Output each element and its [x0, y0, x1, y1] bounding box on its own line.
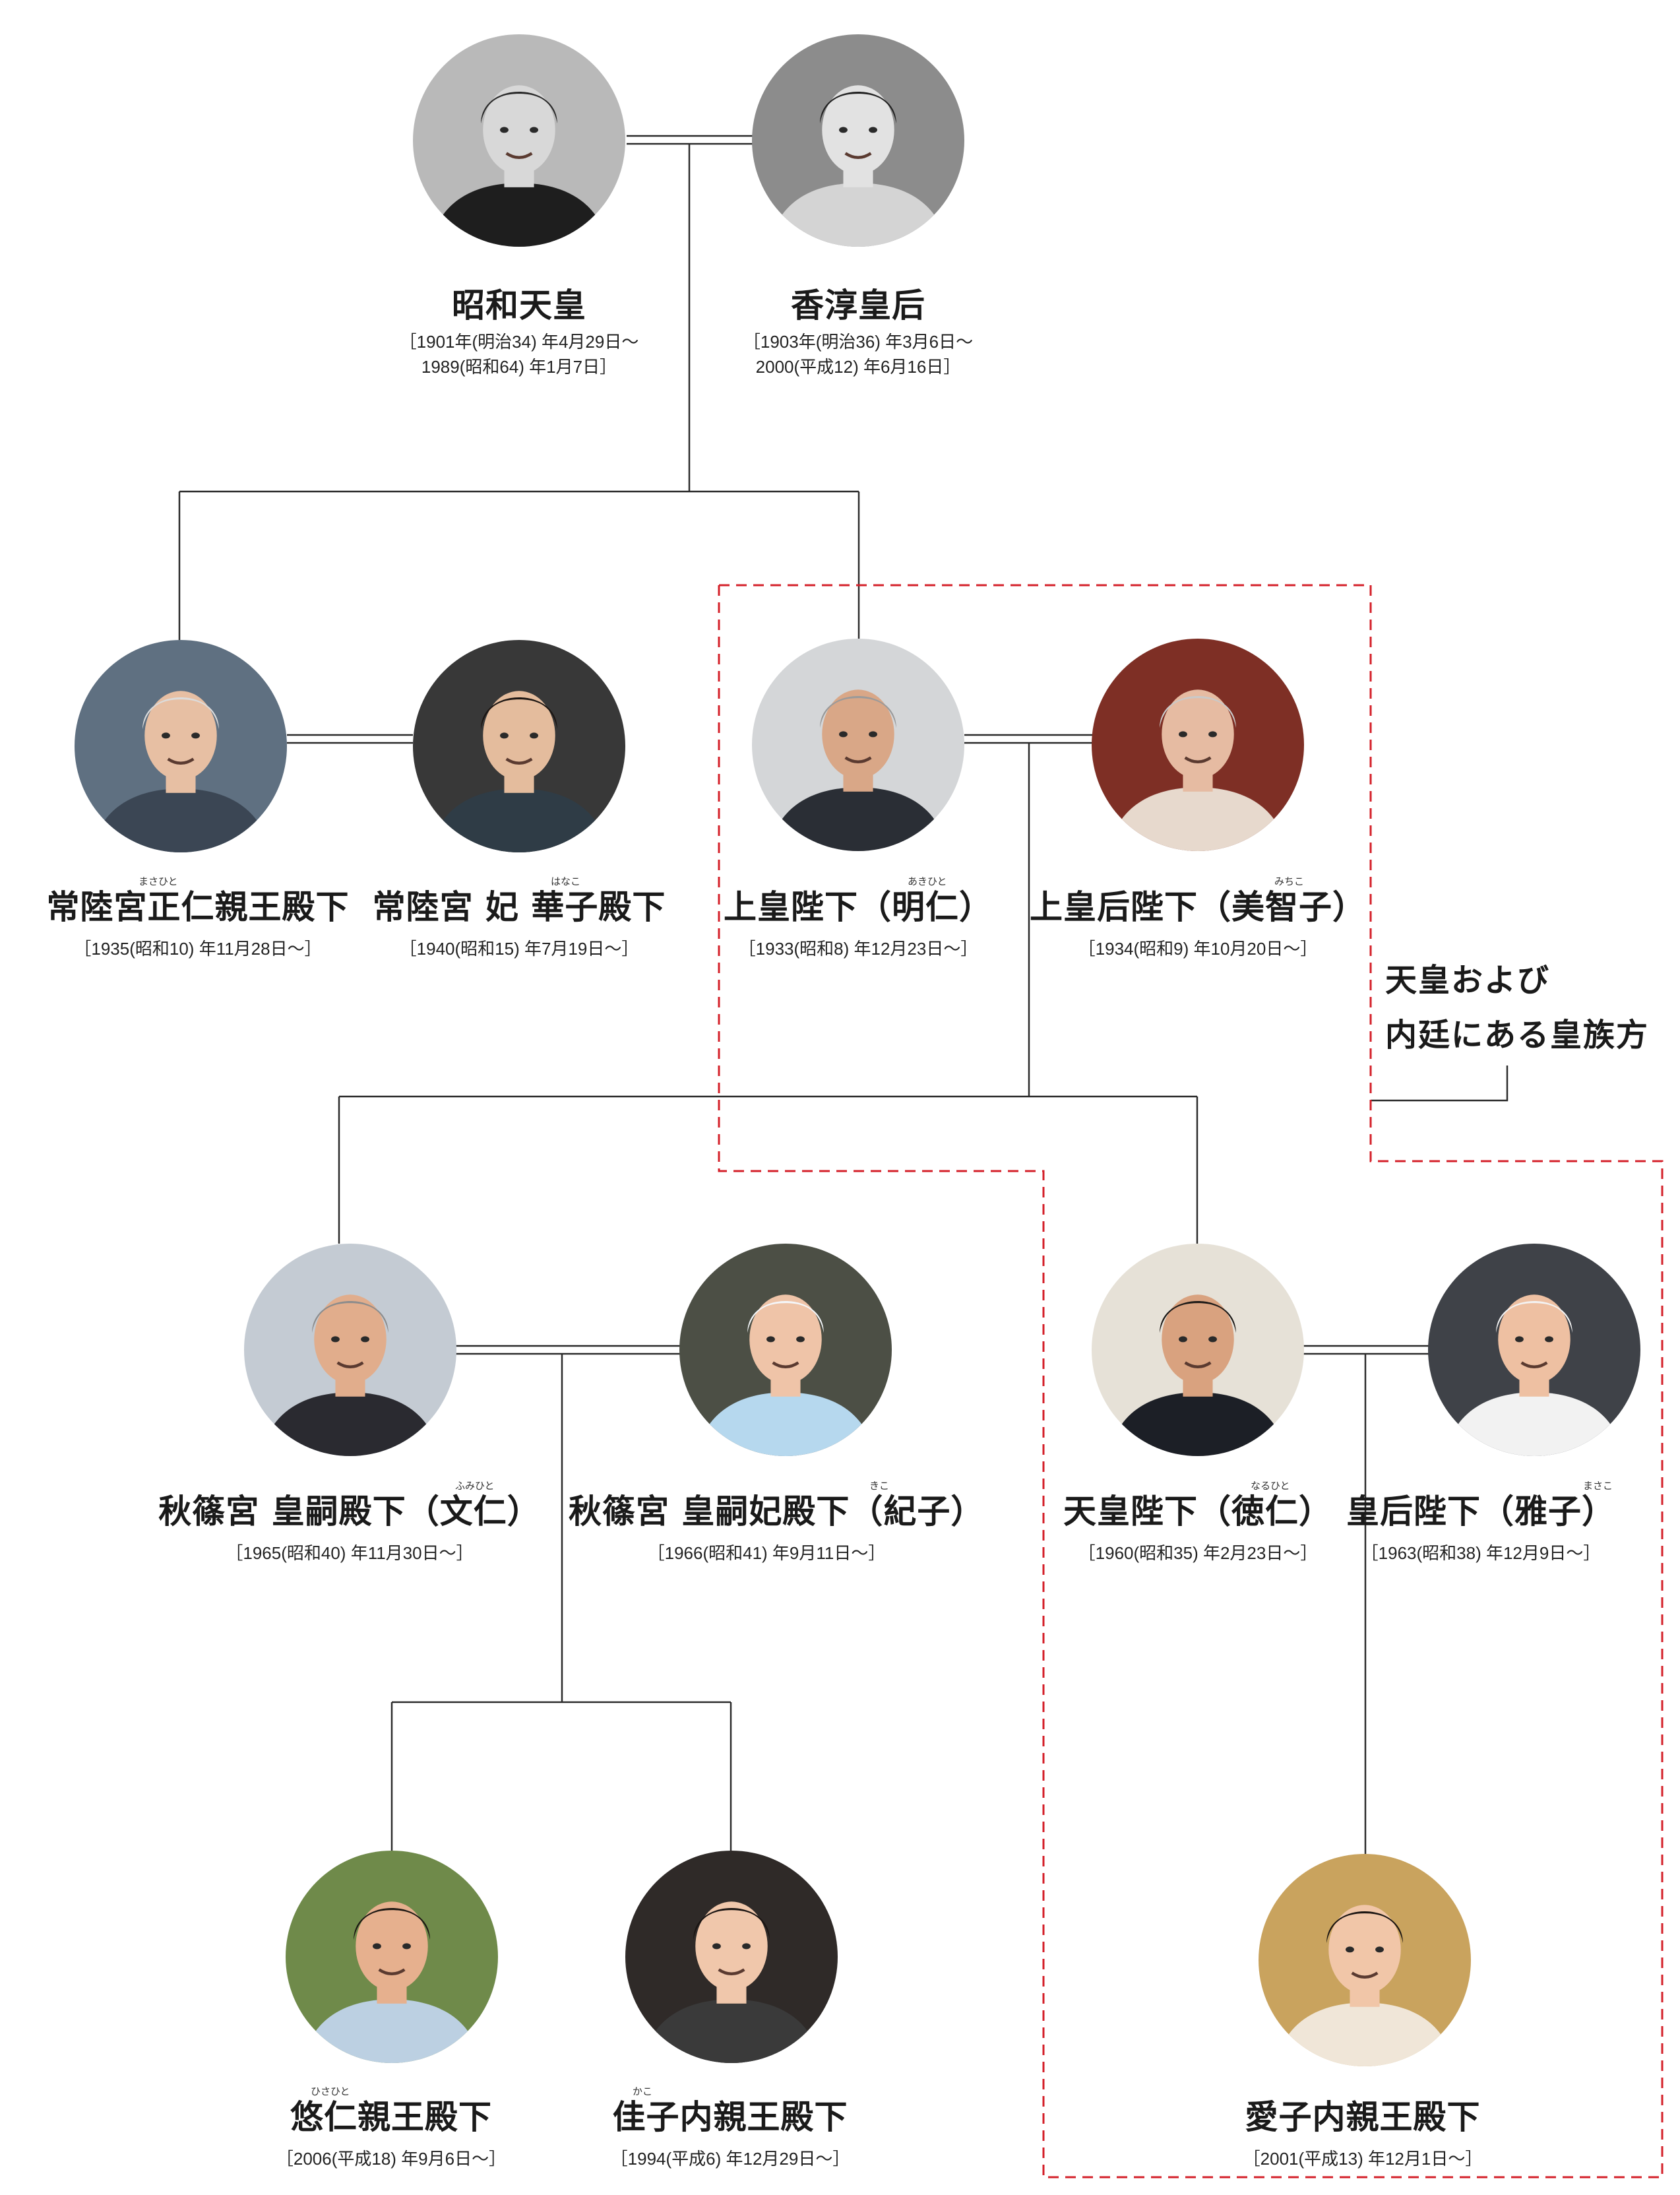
portrait-art-kako [625, 1851, 838, 2063]
ruby-hanako: はなこ [321, 875, 717, 888]
dates-hitachi: ［1935(昭和10) 年11月28日〜］ [74, 939, 322, 959]
portrait-art-naruhito [1092, 1244, 1304, 1456]
portrait-art-hanako [413, 640, 625, 852]
dates-fumihito: ［1965(昭和40) 年11月30日〜］ [226, 1543, 474, 1563]
name-kojun: 香淳皇后 [791, 286, 925, 325]
ruby-text-naruhito: なるひと [1251, 1480, 1290, 1492]
ruby-masako: まさこ [1283, 1479, 1679, 1492]
portrait-hirohito [413, 34, 625, 247]
portrait-kako [625, 1851, 838, 2063]
dates-hirohito-2: 1989(昭和64) 年1月7日］ [421, 357, 617, 377]
legend-pointer [1371, 1066, 1509, 1102]
dates-michiko: ［1934(昭和9) 年10月20日〜］ [1078, 939, 1318, 959]
portrait-art-aiko [1259, 1854, 1471, 2066]
inner-court-border [718, 584, 1664, 2179]
ruby-text-fumihito: ふみひと [455, 1480, 495, 1492]
portrait-art-kiko [679, 1244, 892, 1456]
connector-lines [178, 135, 1509, 1854]
portrait-naruhito [1092, 1244, 1304, 1456]
name-naruhito: 天皇陛下（徳仁） [1063, 1492, 1332, 1531]
ruby-text-kiko: きこ [869, 1480, 890, 1492]
ruby-naruhito: なるひと [1000, 1479, 1396, 1492]
name-kiko: 秋篠宮 皇嗣妃殿下（紀子） [569, 1492, 985, 1531]
dates-masako: ［1963(昭和38) 年12月9日〜］ [1361, 1543, 1601, 1563]
ruby-text-hanako: はなこ [551, 875, 581, 887]
portrait-hanako [413, 640, 625, 852]
name-masako: 皇后陛下（雅子） [1346, 1492, 1615, 1531]
dates-hirohito-1: ［1901年(明治34) 年4月29日〜 [399, 332, 639, 352]
portrait-michiko [1092, 639, 1304, 851]
dates-aiko: ［2001(平成13) 年12月1日〜］ [1243, 2149, 1483, 2169]
dates-akihito: ［1933(昭和8) 年12月23日〜］ [738, 939, 978, 959]
ruby-text-hitachi: まさひと [139, 875, 178, 887]
ruby-michiko: みちこ [1000, 875, 1396, 888]
portrait-akihito [752, 639, 964, 851]
dates-hanako: ［1940(昭和15) 年7月19日〜］ [399, 939, 639, 959]
portrait-art-akihito [752, 639, 964, 851]
name-hitachi: 常陸宮正仁親王殿下 [46, 887, 350, 926]
dates-naruhito: ［1960(昭和35) 年2月23日〜］ [1078, 1543, 1318, 1563]
name-hisahito: 悠仁親王殿下 [290, 2097, 492, 2136]
name-hirohito: 昭和天皇 [452, 286, 586, 325]
ruby-text-akihito: あきひと [908, 875, 947, 887]
dates-hisahito: ［2006(平成18) 年9月6日〜］ [276, 2149, 507, 2169]
name-kako: 佳子内親王殿下 [612, 2097, 848, 2136]
ruby-kako: かこ [532, 2085, 928, 2098]
ruby-text-michiko: みちこ [1274, 875, 1305, 887]
name-hanako: 常陸宮 妃 華子殿下 [372, 887, 666, 926]
portrait-art-hisahito [286, 1851, 498, 2063]
portrait-art-michiko [1092, 639, 1304, 851]
name-fumihito: 秋篠宮 皇嗣殿下（文仁） [158, 1492, 541, 1531]
portrait-kojun [752, 34, 964, 247]
portrait-fumihito [244, 1244, 456, 1456]
dates-kiko: ［1966(昭和41) 年9月11日〜］ [647, 1543, 886, 1563]
portrait-aiko [1259, 1854, 1471, 2066]
ruby-text-masako: まさこ [1583, 1480, 1613, 1492]
name-akihito: 上皇陛下（明仁） [724, 887, 993, 926]
name-aiko: 愛子内親王殿下 [1245, 2097, 1481, 2136]
ruby-hitachi: まさひと [0, 875, 396, 888]
portrait-art-masako [1428, 1244, 1640, 1456]
dates-kojun-1: ［1903年(明治36) 年3月6日〜 [743, 332, 974, 352]
ruby-text-hisahito: ひさひと [311, 2085, 350, 2097]
portrait-art-hirohito [413, 34, 625, 247]
ruby-text-kako: かこ [633, 2085, 653, 2097]
ruby-fumihito: ふみひと [152, 1479, 547, 1492]
dates-kako: ［1994(平成6) 年12月29日〜］ [610, 2149, 850, 2169]
portrait-art-fumihito [244, 1244, 456, 1456]
portrait-hitachi [75, 640, 287, 852]
ruby-kiko: きこ [569, 1479, 964, 1492]
ruby-akihito: あきひと [660, 875, 1056, 888]
portrait-hisahito [286, 1851, 498, 2063]
legend-line-2: 内廷にある皇族方 [1385, 1017, 1650, 1054]
portrait-masako [1428, 1244, 1640, 1456]
portrait-kiko [679, 1244, 892, 1456]
name-michiko: 上皇后陛下（美智子） [1030, 887, 1366, 926]
portrait-art-kojun [752, 34, 964, 247]
legend-line-1: 天皇および [1385, 962, 1551, 999]
ruby-hisahito: ひさひと [193, 2085, 589, 2098]
portrait-art-hitachi [75, 640, 287, 852]
dates-kojun-2: 2000(平成12) 年6月16日］ [755, 357, 961, 377]
